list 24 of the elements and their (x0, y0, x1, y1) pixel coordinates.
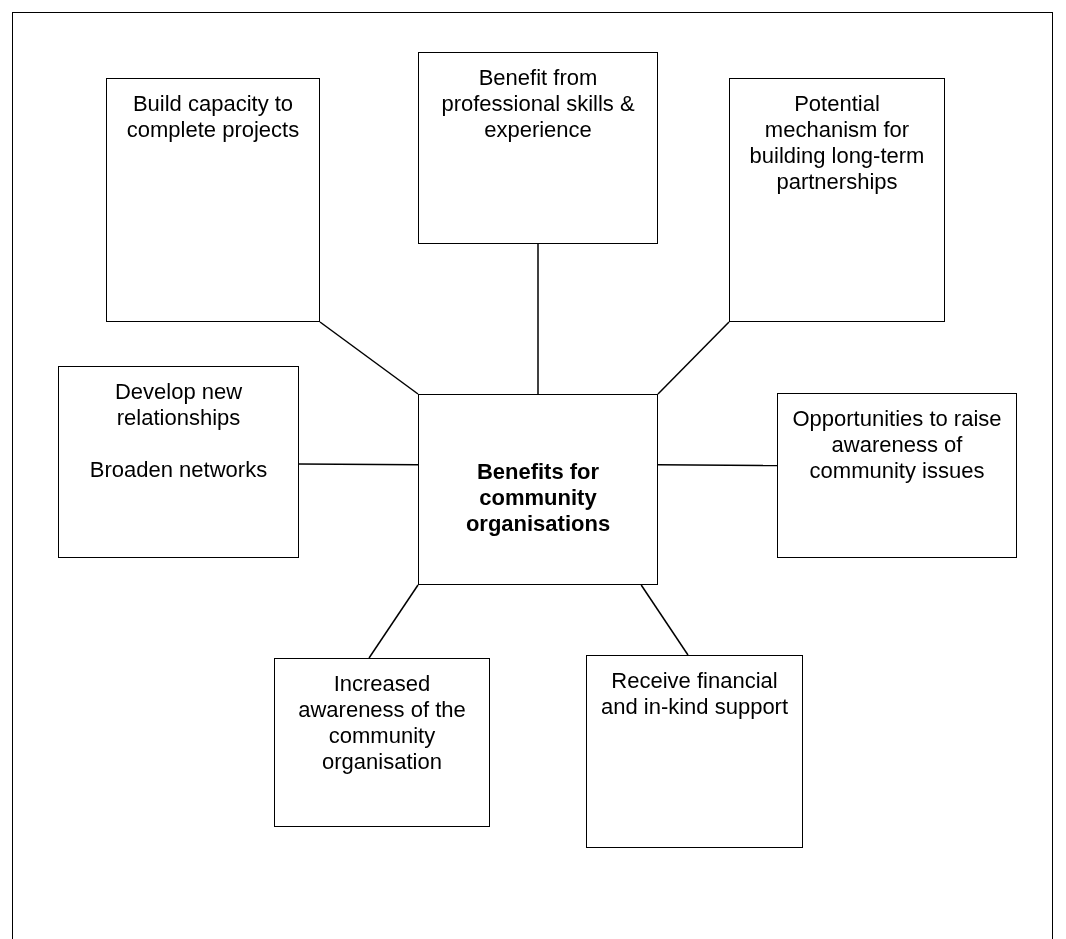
central-box (418, 394, 658, 585)
benefit-box (418, 52, 658, 244)
central-title: Benefits for community organisations (464, 459, 612, 537)
connector-line (298, 463, 419, 466)
connector-line (319, 321, 419, 395)
benefit-box (586, 655, 803, 848)
box-text: Broaden networks (88, 457, 269, 483)
benefit-box (777, 393, 1017, 558)
box-text: Opportunities to raise awareness of community issues (791, 406, 1003, 484)
connector-line (657, 463, 778, 467)
benefit-box (106, 78, 320, 322)
benefit-box (274, 658, 490, 827)
benefit-box (729, 78, 945, 322)
box-text: Receive financial and in-kind support (599, 668, 790, 720)
box-text: Potential mechanism for building long-term partnerships (748, 91, 926, 195)
benefit-box (58, 366, 299, 558)
box-text: Build capacity to complete projects (125, 91, 301, 143)
box-text: Benefit from professional skills & experience (440, 65, 636, 143)
connector-line (657, 321, 730, 395)
connector-line (537, 243, 539, 395)
connector-line (640, 584, 689, 656)
box-text: Develop new relationships (113, 379, 244, 431)
connector-line (368, 584, 419, 659)
box-text: Increased awareness of the community organisation (297, 671, 467, 775)
